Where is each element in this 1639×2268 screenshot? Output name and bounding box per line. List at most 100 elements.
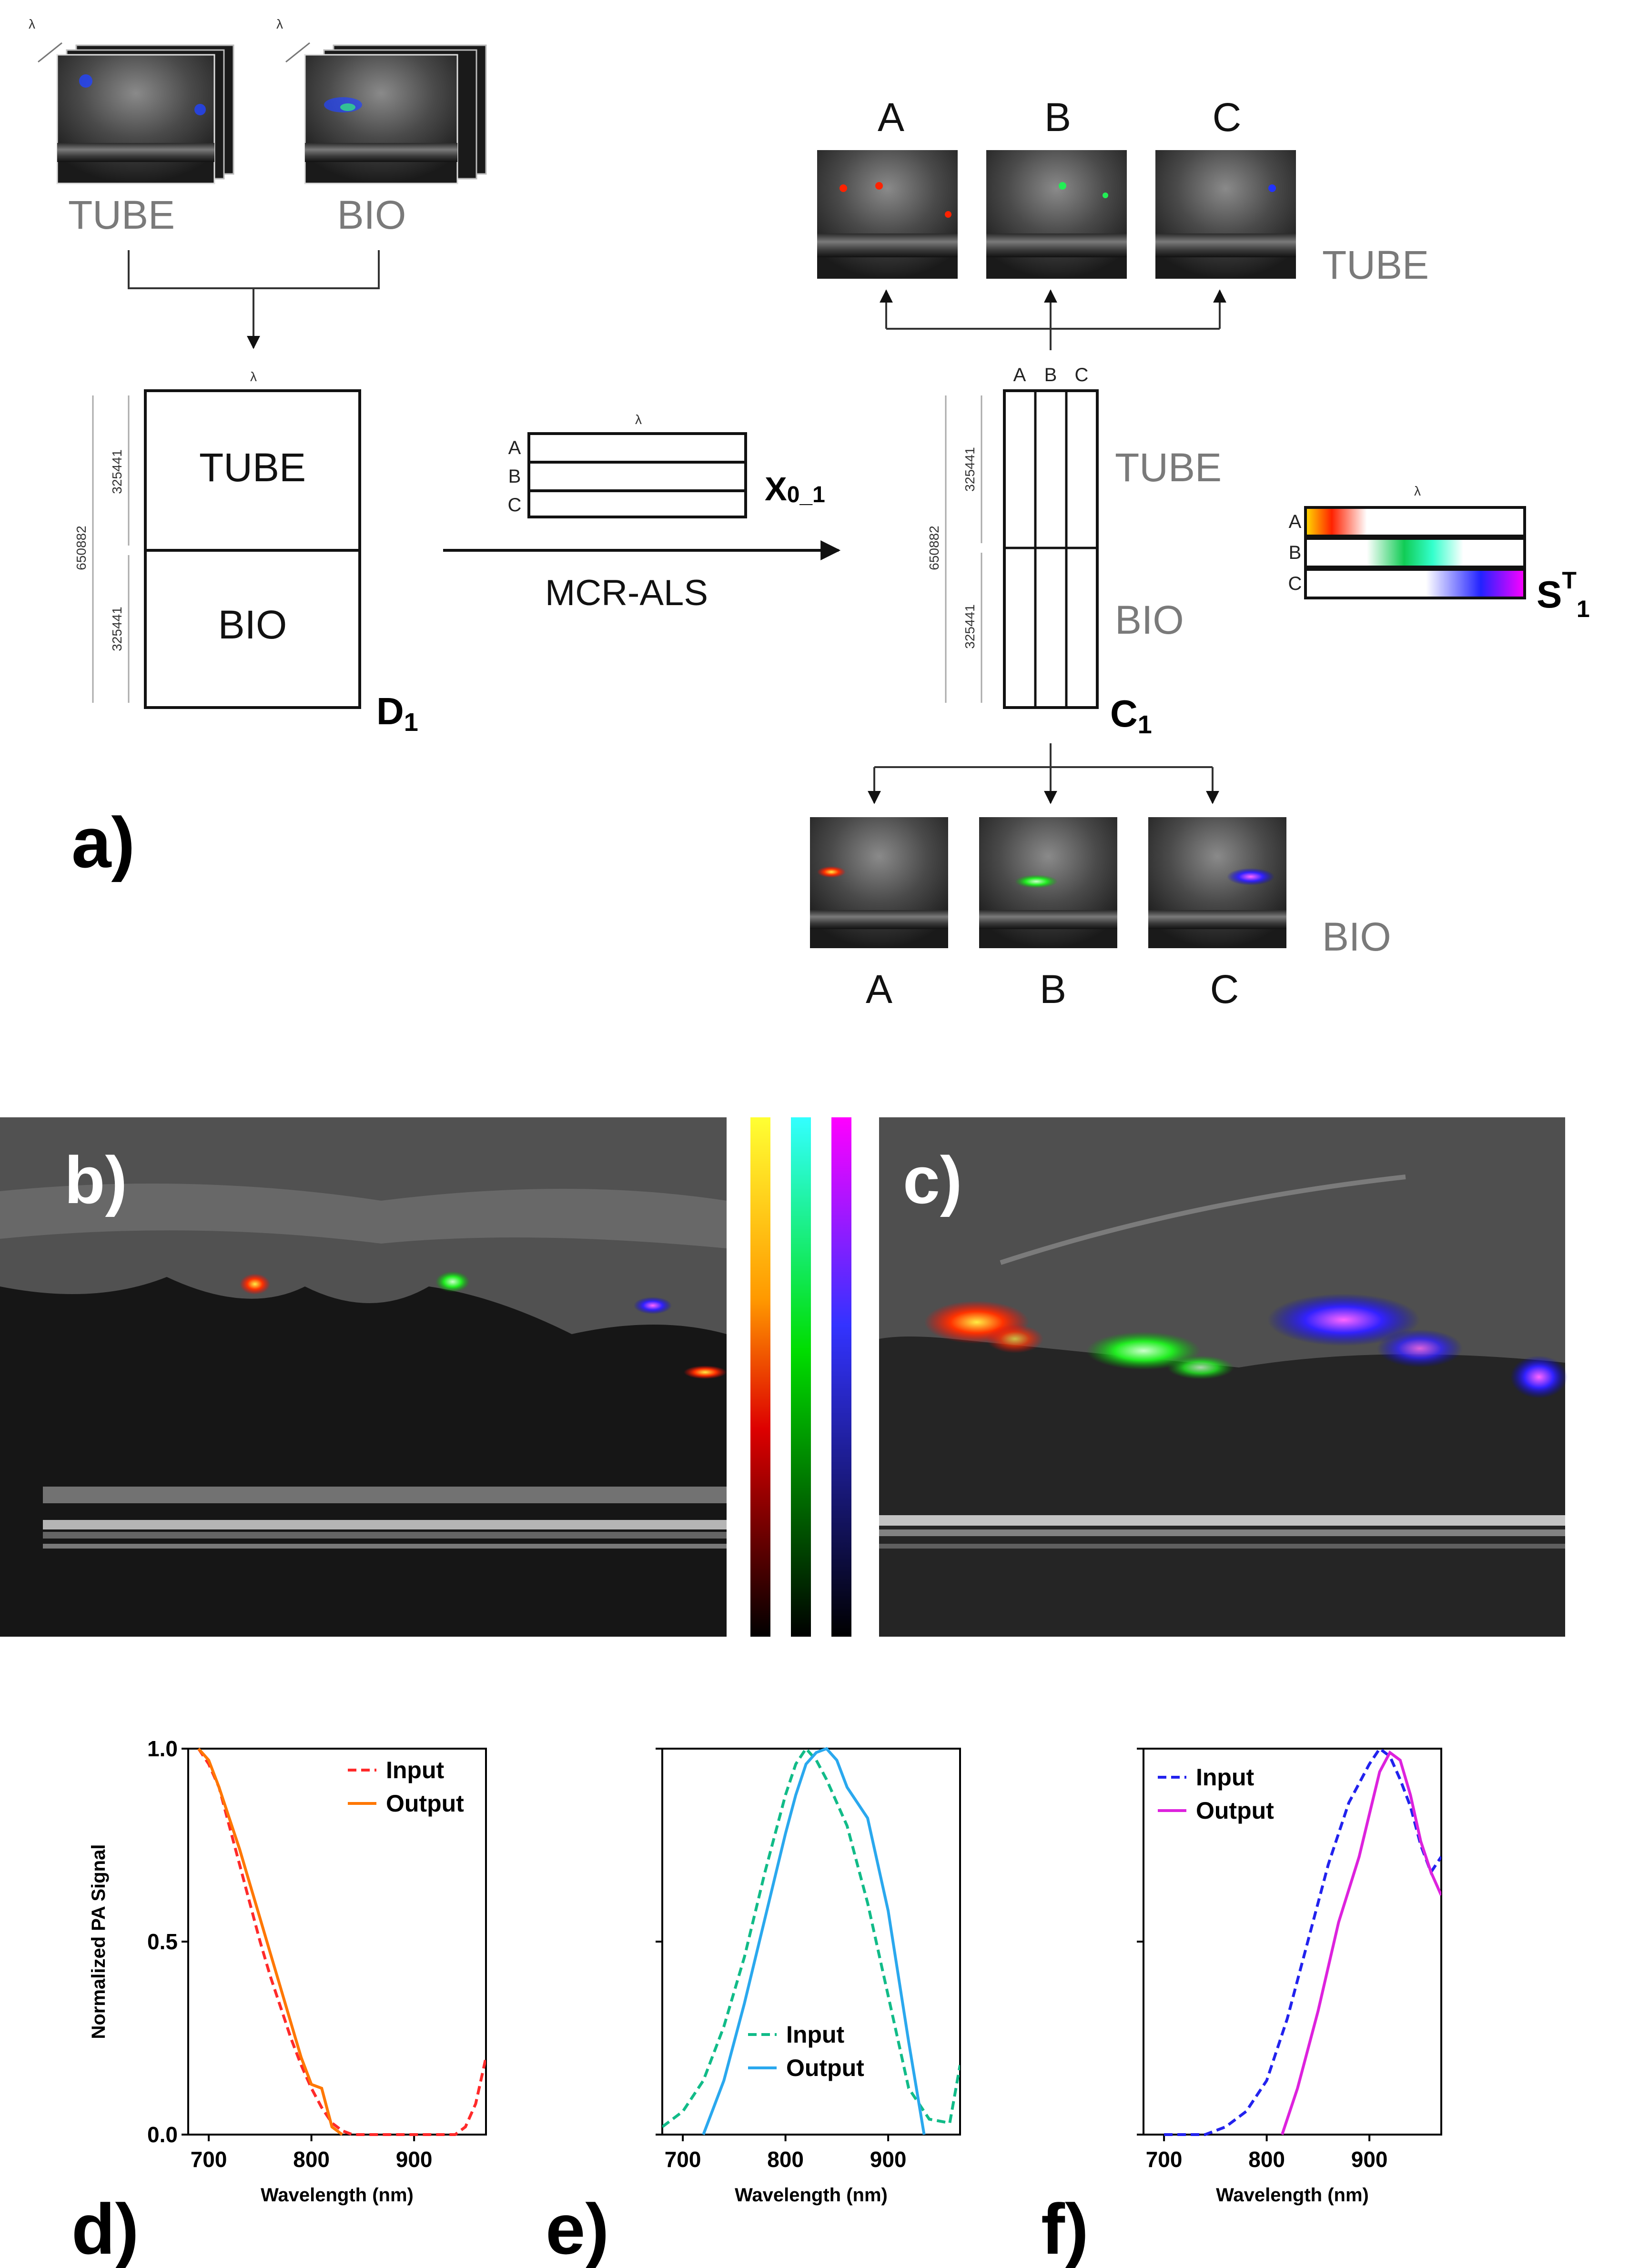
x-tick-label: 900	[870, 2147, 907, 2172]
bio-thumb-label-a: A	[866, 967, 892, 1012]
series-input-line	[662, 1747, 960, 2128]
x-tick-label: 800	[1248, 2147, 1285, 2172]
y-tick-label: 0.0	[147, 2122, 178, 2147]
d1-bottom-rows: 325441	[110, 607, 124, 651]
st-row-b: B	[1289, 542, 1302, 563]
x-axis-label: Wavelength (nm)	[1216, 2185, 1369, 2206]
x-axis-label: Wavelength (nm)	[261, 2185, 414, 2206]
tube-row-label: TUBE	[1322, 243, 1429, 287]
tube-thumb-c	[1155, 150, 1296, 279]
colorbars	[750, 1117, 851, 1637]
x-tick-label: 700	[665, 2147, 701, 2172]
x0-row-c: C	[508, 495, 522, 516]
panel-b: b)	[0, 1117, 727, 1637]
matrix-d1: λ TUBE BIO 650882 325441 325441 D1	[74, 369, 418, 737]
x-tick-label: 700	[1146, 2147, 1183, 2172]
x-tick-label: 900	[1351, 2147, 1388, 2172]
d1-top-rows: 325441	[110, 449, 124, 494]
tube-thumbnail	[56, 54, 215, 184]
legend-label-output: Output	[1196, 1797, 1274, 1824]
series-output-line	[1281, 1750, 1441, 2135]
colorbar-blue	[831, 1117, 851, 1637]
series-input-line	[197, 1748, 486, 2136]
st-row-c: C	[1288, 573, 1302, 594]
y-tick-label: 1.0	[147, 1736, 178, 1761]
bio-image-stack: λ BIO	[276, 17, 487, 237]
d1-tube-label: TUBE	[199, 445, 306, 490]
c1-total-rows: 650882	[927, 526, 941, 570]
tube-stack-label: TUBE	[68, 192, 175, 237]
panel-d-label: d)	[71, 2189, 139, 2268]
c1-tube-label: TUBE	[1115, 445, 1222, 490]
tube-thumb-label-a: A	[878, 95, 904, 140]
tube-thumb-b	[986, 150, 1127, 279]
x-axis-label: Wavelength (nm)	[735, 2185, 888, 2206]
x0-box	[527, 432, 747, 518]
bio-thumb-label-c: C	[1210, 967, 1239, 1012]
matrix-c1: A B C 650882 325441 325441 TUBE BIO C1	[927, 364, 1222, 739]
x-tick-label: 900	[396, 2147, 433, 2172]
bio-thumbnail	[304, 54, 458, 184]
c1-bottom-rows: 325441	[962, 604, 977, 648]
y-tick-label: 0.5	[147, 1929, 178, 1954]
c1-bio-label: BIO	[1115, 597, 1184, 642]
tube-image-stack: λ TUBE	[29, 17, 234, 237]
x0-lambda: λ	[635, 412, 642, 427]
c1-col-a: A	[1013, 364, 1026, 385]
merge-connector	[128, 250, 380, 289]
panel-b-label: b)	[64, 1143, 127, 1217]
legend-label-output: Output	[786, 2055, 864, 2081]
x-tick-label: 700	[191, 2147, 227, 2172]
bio-thumb-label-b: B	[1040, 967, 1066, 1012]
st-row-b-spectrum	[1304, 537, 1526, 568]
panel-e-label: e)	[546, 2189, 609, 2268]
mcr-als-label: MCR-ALS	[545, 573, 708, 613]
st-name: ST1	[1537, 567, 1590, 622]
panel-c-label: c)	[903, 1143, 962, 1217]
plot-frame	[1143, 1748, 1442, 2136]
matrix-st1: λ A B C ST1	[1288, 484, 1590, 622]
bio-decomposition-row: BIO A B C	[810, 743, 1391, 1012]
d1-total-rows: 650882	[74, 526, 89, 570]
tube-decomposition-row: A B C TUBE	[817, 95, 1429, 350]
st-row-a: A	[1289, 511, 1302, 532]
legend-label-input: Input	[386, 1757, 445, 1783]
lambda-symbol: λ	[29, 17, 35, 31]
panel-f-label: f)	[1041, 2189, 1089, 2268]
x0-name: X0_1	[765, 470, 825, 507]
bio-stack-label: BIO	[337, 192, 406, 237]
bio-row-label: BIO	[1322, 914, 1391, 959]
panel-a: λ TUBE λ BIO λ TU	[29, 17, 1590, 1012]
tube-thumb-a	[817, 150, 958, 279]
y-axis-label: Normalized PA Signal	[88, 1844, 109, 2039]
series-input-line	[1164, 1747, 1441, 2136]
tube-thumb-label-b: B	[1044, 95, 1071, 140]
lambda-symbol-2: λ	[276, 17, 283, 31]
c1-top-rows: 325441	[962, 447, 977, 491]
colorbar-green	[791, 1117, 811, 1637]
x0-row-b: B	[508, 466, 521, 487]
c1-col-c: C	[1075, 364, 1089, 385]
x-tick-label: 800	[293, 2147, 330, 2172]
c1-col-b: B	[1044, 364, 1057, 385]
d1-bio-label: BIO	[218, 602, 287, 647]
legend-label-input: Input	[1196, 1764, 1255, 1791]
st-row-a-spectrum	[1304, 506, 1526, 537]
series-output-line	[702, 1747, 926, 2136]
d1-lambda: λ	[250, 369, 257, 384]
st-lambda: λ	[1414, 484, 1421, 498]
x-tick-label: 800	[767, 2147, 804, 2172]
panel-a-label: a)	[71, 802, 135, 882]
d1-name: D1	[376, 690, 418, 737]
panel-c: c)	[879, 1117, 1568, 1637]
colorbar-red	[750, 1117, 770, 1637]
legend-label-input: Input	[786, 2021, 845, 2048]
c1-name: C1	[1110, 692, 1152, 739]
x0-row-a: A	[508, 437, 521, 458]
matrix-x0: λ A B C X0_1	[508, 412, 825, 518]
